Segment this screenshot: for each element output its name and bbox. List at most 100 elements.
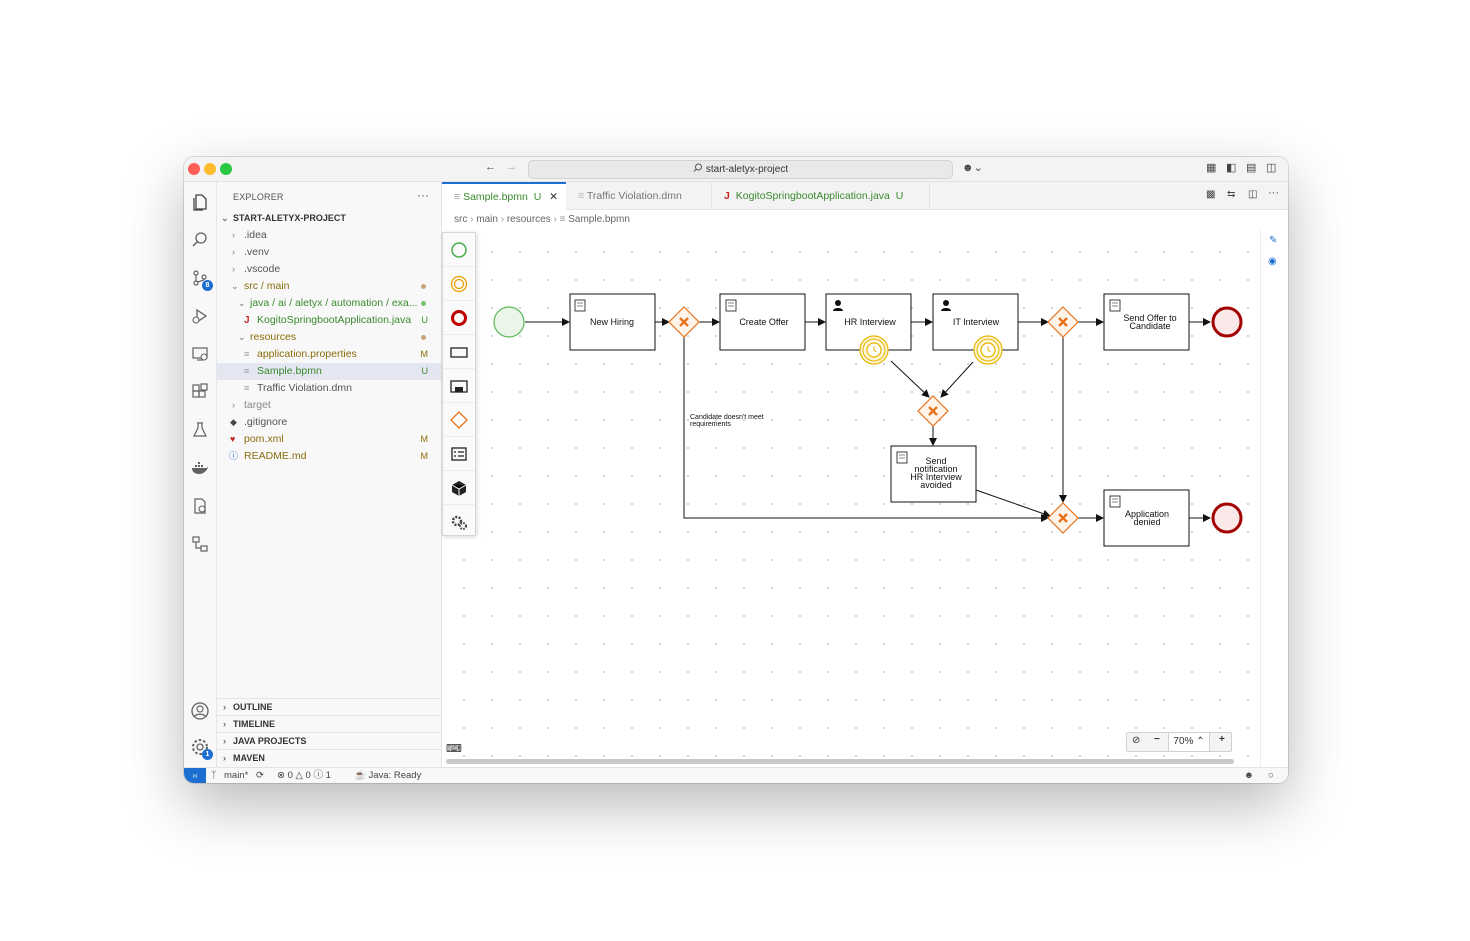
task-send-offer[interactable]: Send Offer to Candidate: [1103, 293, 1190, 351]
svg-export-icon[interactable]: ▩: [1206, 189, 1216, 200]
branch-icon[interactable]: ᛉ: [211, 770, 217, 781]
tree-item-vscode[interactable]: › .vscode: [232, 263, 281, 275]
end-event-denied[interactable]: [1211, 502, 1243, 534]
task-create-offer[interactable]: Create Offer: [719, 293, 806, 351]
remote-indicator-icon[interactable]: ›‹: [184, 768, 206, 783]
tree-item-venv[interactable]: › .venv: [232, 246, 270, 258]
section-java-projects[interactable]: ›JAVA PROJECTS: [217, 732, 441, 749]
flow-notification-to-gateway: [975, 489, 1051, 518]
tree-item-application-properties[interactable]: ≡ application.properties M: [217, 346, 441, 363]
tree-item-idea[interactable]: › .idea: [232, 229, 267, 241]
tab-kogito-java[interactable]: J KogitoSpringbootApplication.java U: [712, 182, 930, 210]
sync-icon[interactable]: ⟳: [256, 770, 264, 781]
tree-item-traffic-violation[interactable]: ≡ Traffic Violation.dmn: [217, 380, 441, 397]
explorer-icon[interactable]: [187, 189, 213, 215]
copilot-status-icon[interactable]: ☻: [1244, 770, 1254, 781]
tree-item-gitignore[interactable]: ◆ .gitignore: [217, 414, 441, 431]
close-tab-icon[interactable]: ✕: [549, 191, 559, 203]
tree-item-sample-bpmn[interactable]: ≡ Sample.bpmn U: [217, 363, 441, 380]
branch-name[interactable]: main*: [224, 770, 249, 781]
back-arrow-icon[interactable]: ←: [485, 161, 496, 173]
svg-text:Application: Application: [1125, 509, 1169, 519]
start-event[interactable]: [493, 306, 525, 338]
zoom-out-button[interactable]: −: [1154, 734, 1160, 745]
task-application-denied[interactable]: Application denied: [1103, 489, 1190, 547]
kubernetes-config-icon[interactable]: [187, 493, 213, 519]
section-maven[interactable]: ›MAVEN: [217, 749, 441, 766]
search-icon[interactable]: [187, 227, 213, 253]
editor-more-icon[interactable]: ···: [1268, 187, 1279, 199]
toggle-secondary-sidebar-icon[interactable]: ◫: [1266, 162, 1277, 174]
compare-changes-icon[interactable]: ⇆: [1227, 189, 1236, 200]
script-task-icon: [725, 299, 737, 312]
maximize-window-button[interactable]: [220, 163, 232, 175]
tree-item-pom-xml[interactable]: ♥ pom.xml M: [217, 431, 441, 448]
flow-label-line2: requirements: [690, 421, 731, 428]
tree-item-src-main[interactable]: ⌄ src / main: [217, 278, 441, 295]
palette-task[interactable]: [443, 335, 475, 369]
eye-icon[interactable]: ◉: [1268, 256, 1277, 267]
section-timeline[interactable]: ›TIMELINE: [217, 715, 441, 732]
tree-item-resources[interactable]: ⌄ resources: [217, 329, 441, 346]
account-icon[interactable]: [187, 698, 213, 724]
close-window-button[interactable]: [188, 163, 200, 175]
breadcrumb-file[interactable]: Sample.bpmn: [568, 214, 630, 225]
timer-boundary-event-hr[interactable]: [859, 335, 889, 365]
docker-whale-icon[interactable]: [187, 455, 213, 481]
run-debug-icon[interactable]: [187, 303, 213, 329]
workflow-icon[interactable]: [187, 531, 213, 557]
palette-gateway[interactable]: [443, 403, 475, 437]
tree-item-target[interactable]: › target: [232, 399, 271, 411]
edit-properties-icon[interactable]: ✎: [1269, 235, 1278, 246]
manage-gear-icon[interactable]: 1: [187, 734, 213, 760]
breadcrumb-resources[interactable]: resources: [506, 214, 551, 225]
more-actions-icon[interactable]: ···: [417, 188, 429, 202]
tree-item-java-package[interactable]: ⌄ java / ai / aletyx / automation / exa.…: [217, 295, 441, 312]
palette-subprocess[interactable]: [443, 369, 475, 403]
bpmn-canvas[interactable]: New Hiring Create Offer HR Interview IT …: [442, 230, 1260, 767]
keyboard-icon[interactable]: ⌨: [446, 743, 462, 755]
copilot-icon[interactable]: ☻⌄: [962, 162, 983, 174]
project-root[interactable]: ⌄ START-ALETYX-PROJECT: [221, 213, 346, 223]
end-event-hired[interactable]: [1211, 306, 1243, 338]
task-send-notification[interactable]: Send notification HR Interview avoided: [890, 445, 977, 503]
extensions-icon[interactable]: [187, 379, 213, 405]
palette-intermediate-event[interactable]: [443, 267, 475, 301]
exclusive-gateway-3[interactable]: [917, 395, 949, 427]
tab-traffic-violation[interactable]: ≡ Traffic Violation.dmn: [566, 182, 712, 210]
timer-boundary-event-it[interactable]: [973, 335, 1003, 365]
exclusive-gateway-1[interactable]: [668, 306, 700, 338]
source-control-icon[interactable]: 8: [187, 265, 213, 291]
command-center[interactable]: start-aletyx-project: [528, 160, 953, 179]
reset-zoom-icon[interactable]: ⊘: [1132, 735, 1141, 746]
minimize-window-button[interactable]: [204, 163, 216, 175]
breadcrumb-src[interactable]: src: [454, 214, 468, 225]
java-status[interactable]: ☕ Java: Ready: [354, 770, 422, 781]
testing-flask-icon[interactable]: [187, 417, 213, 443]
notifications-bell-icon[interactable]: ○: [1268, 770, 1274, 781]
toggle-panel-icon[interactable]: ▤: [1246, 162, 1257, 174]
horizontal-scrollbar[interactable]: [446, 759, 1234, 764]
exclusive-gateway-2[interactable]: [1047, 306, 1079, 338]
palette-artifacts-cube[interactable]: [443, 471, 475, 505]
customize-layout-icon[interactable]: ▦: [1206, 162, 1217, 174]
task-it-interview[interactable]: IT Interview: [932, 293, 1019, 351]
tree-item-readme[interactable]: ⓘ README.md M: [217, 448, 441, 465]
task-new-hiring[interactable]: New Hiring: [569, 293, 656, 351]
split-editor-icon[interactable]: ◫: [1248, 189, 1258, 200]
toggle-sidebar-icon[interactable]: ◧: [1226, 162, 1237, 174]
problems-indicator[interactable]: ⊗ 0 △ 0 ⓘ 1: [277, 770, 331, 781]
palette-end-event[interactable]: [443, 301, 475, 335]
palette-lane[interactable]: [443, 437, 475, 471]
exclusive-gateway-4[interactable]: [1047, 502, 1079, 534]
remote-explorer-icon[interactable]: [187, 341, 213, 367]
palette-custom-tasks-gear[interactable]: [443, 505, 475, 539]
tab-sample-bpmn[interactable]: ≡ Sample.bpmn U ✕: [442, 182, 566, 210]
forward-arrow-icon[interactable]: →: [506, 161, 517, 173]
tree-item-kogito-java[interactable]: J KogitoSpringbootApplication.java U: [217, 312, 441, 329]
palette-start-event[interactable]: [443, 233, 475, 267]
zoom-in-button[interactable]: +: [1219, 734, 1225, 745]
section-outline[interactable]: ›OUTLINE: [217, 698, 441, 715]
zoom-level-select[interactable]: 70% ⌃: [1168, 733, 1210, 751]
breadcrumb-main[interactable]: main: [476, 214, 498, 225]
